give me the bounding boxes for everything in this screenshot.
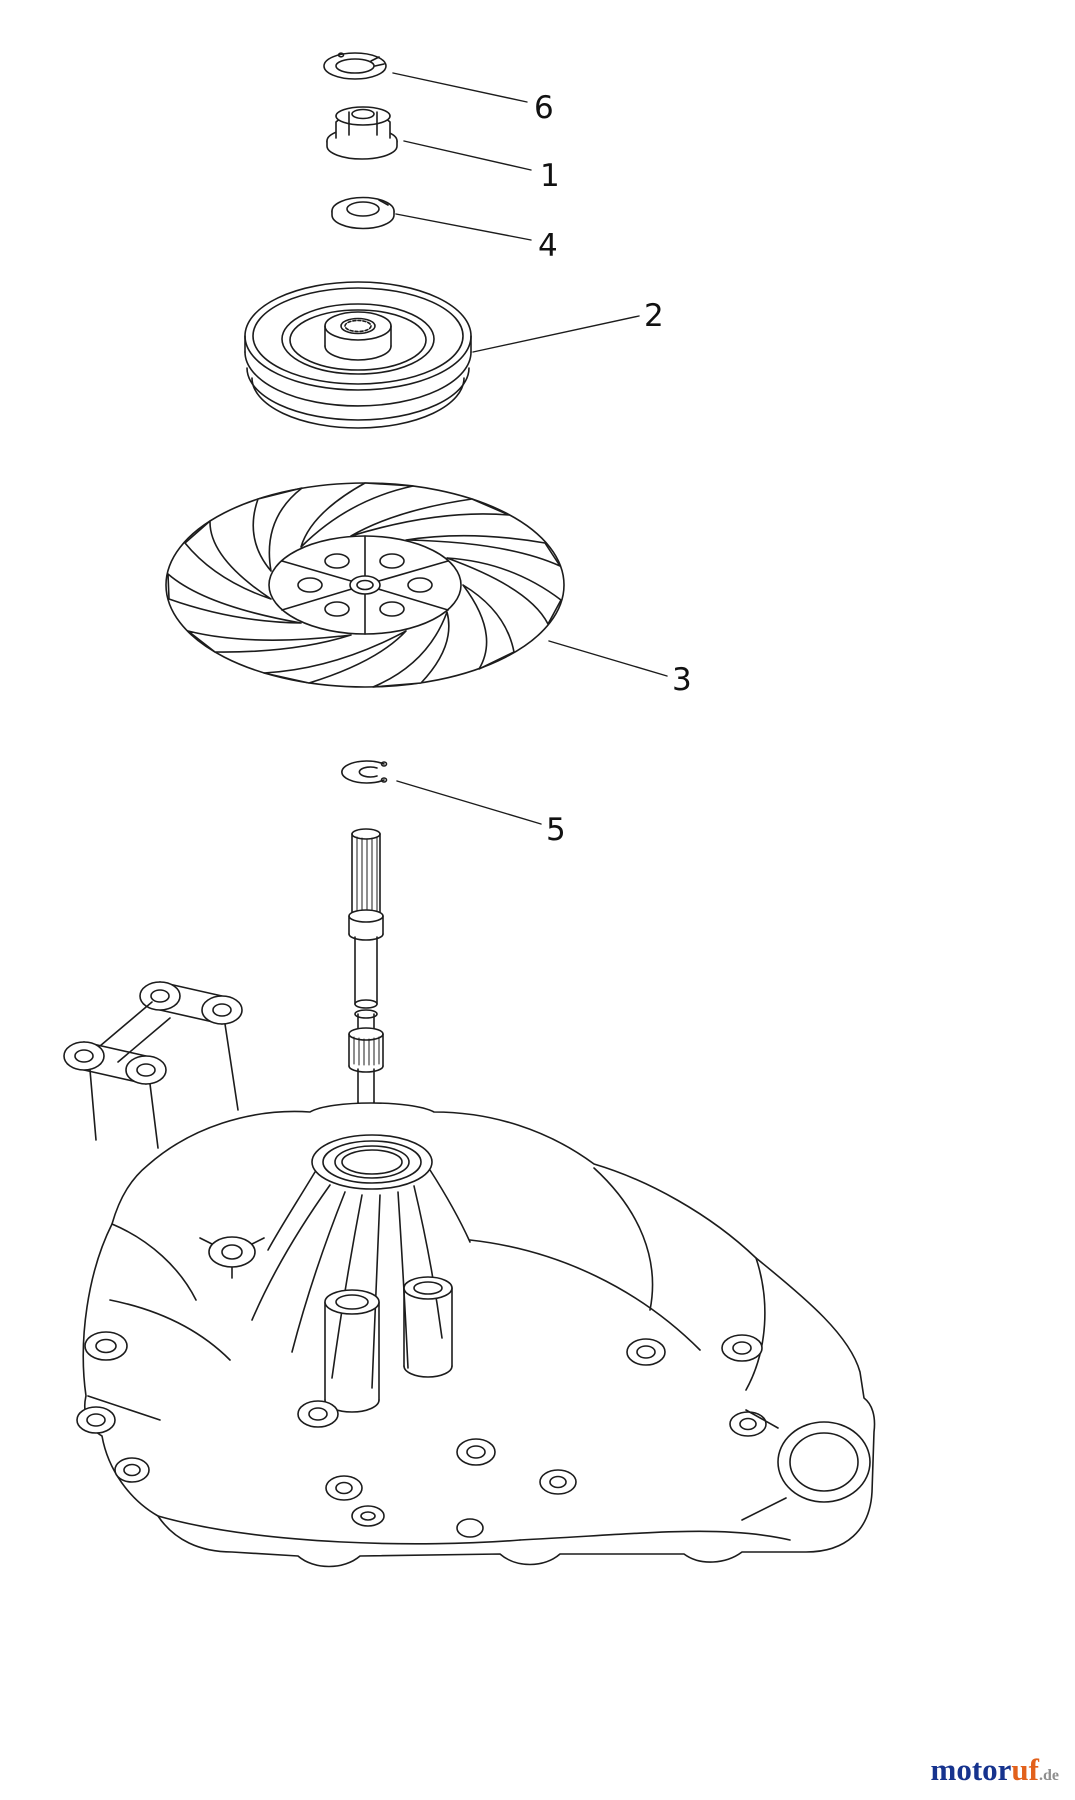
- watermark-logo: motoruf.de: [931, 1752, 1059, 1788]
- watermark-suffix: .de: [1039, 1767, 1059, 1784]
- shaft-tower: [252, 1135, 470, 1388]
- callout-pulley: 2: [644, 298, 664, 334]
- watermark-brand-secondary: uf: [1011, 1752, 1039, 1787]
- pulley-part: [245, 282, 471, 428]
- fan-blades: [168, 483, 561, 687]
- cover-contours: [88, 1168, 790, 1544]
- callout-leader-lines: [393, 73, 667, 824]
- callout-retaining-ring: 6: [534, 90, 554, 126]
- left-cap-boss: [200, 1237, 264, 1278]
- housing-outline: [83, 1103, 874, 1567]
- e-clip-part: [342, 761, 387, 783]
- pillar-bosses: [325, 1277, 452, 1412]
- cooling-fan-part: [166, 483, 564, 687]
- transaxle-housing: [64, 982, 875, 1567]
- callout-fan: 3: [672, 662, 692, 698]
- callout-flange-nut: 1: [540, 158, 560, 194]
- callout-e-clip: 5: [546, 812, 566, 848]
- callout-lock-washer: 4: [538, 228, 558, 264]
- lock-washer-part: [332, 198, 394, 229]
- watermark-brand-primary: motor: [930, 1752, 1012, 1787]
- retaining-ring-part: [324, 53, 386, 79]
- axle-tube-opening: [742, 1410, 870, 1520]
- bolt-bosses: [77, 1332, 766, 1537]
- input-shaft: [349, 829, 383, 1106]
- flange-nut-part: [327, 107, 397, 159]
- mounting-bracket: [64, 982, 242, 1148]
